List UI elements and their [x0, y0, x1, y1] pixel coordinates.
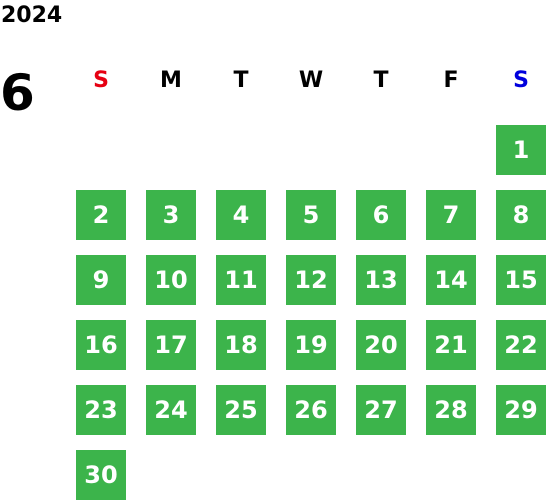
- day-cell-8[interactable]: 8: [496, 190, 546, 240]
- day-cell-2[interactable]: 2: [76, 190, 126, 240]
- day-cell-19[interactable]: 19: [286, 320, 336, 370]
- day-cell-24[interactable]: 24: [146, 385, 196, 435]
- year-label: 2024: [1, 3, 63, 28]
- day-cell-14[interactable]: 14: [426, 255, 476, 305]
- weekday-sunday: S: [93, 68, 109, 93]
- day-cell-10[interactable]: 10: [146, 255, 196, 305]
- day-cell-22[interactable]: 22: [496, 320, 546, 370]
- weekday-monday: M: [160, 68, 182, 93]
- day-cell-4[interactable]: 4: [216, 190, 266, 240]
- day-cell-23[interactable]: 23: [76, 385, 126, 435]
- day-cell-12[interactable]: 12: [286, 255, 336, 305]
- weekday-wednesday: W: [298, 68, 324, 93]
- day-cell-9[interactable]: 9: [76, 255, 126, 305]
- day-cell-25[interactable]: 25: [216, 385, 266, 435]
- day-cell-29[interactable]: 29: [496, 385, 546, 435]
- day-cell-21[interactable]: 21: [426, 320, 476, 370]
- day-cell-27[interactable]: 27: [356, 385, 406, 435]
- day-cell-15[interactable]: 15: [496, 255, 546, 305]
- day-cell-16[interactable]: 16: [76, 320, 126, 370]
- weekday-friday: F: [443, 68, 459, 93]
- empty-cell: [286, 125, 336, 175]
- day-cell-20[interactable]: 20: [356, 320, 406, 370]
- weekday-header: S M T W T F S: [76, 66, 546, 96]
- weekday-tuesday: T: [233, 68, 249, 93]
- month-label: 6: [0, 64, 35, 122]
- day-cell-28[interactable]: 28: [426, 385, 476, 435]
- day-cell-18[interactable]: 18: [216, 320, 266, 370]
- day-cell-6[interactable]: 6: [356, 190, 406, 240]
- day-cell-30[interactable]: 30: [76, 450, 126, 500]
- day-cell-26[interactable]: 26: [286, 385, 336, 435]
- empty-cell: [216, 125, 266, 175]
- day-cell-17[interactable]: 17: [146, 320, 196, 370]
- day-cell-1[interactable]: 1: [496, 125, 546, 175]
- empty-cell: [146, 125, 196, 175]
- day-cell-3[interactable]: 3: [146, 190, 196, 240]
- day-cell-13[interactable]: 13: [356, 255, 406, 305]
- day-cell-5[interactable]: 5: [286, 190, 336, 240]
- day-cell-7[interactable]: 7: [426, 190, 476, 240]
- weekday-thursday: T: [373, 68, 389, 93]
- empty-cell: [426, 125, 476, 175]
- empty-cell: [356, 125, 406, 175]
- weekday-saturday: S: [513, 68, 529, 93]
- day-cell-11[interactable]: 11: [216, 255, 266, 305]
- empty-cell: [76, 125, 126, 175]
